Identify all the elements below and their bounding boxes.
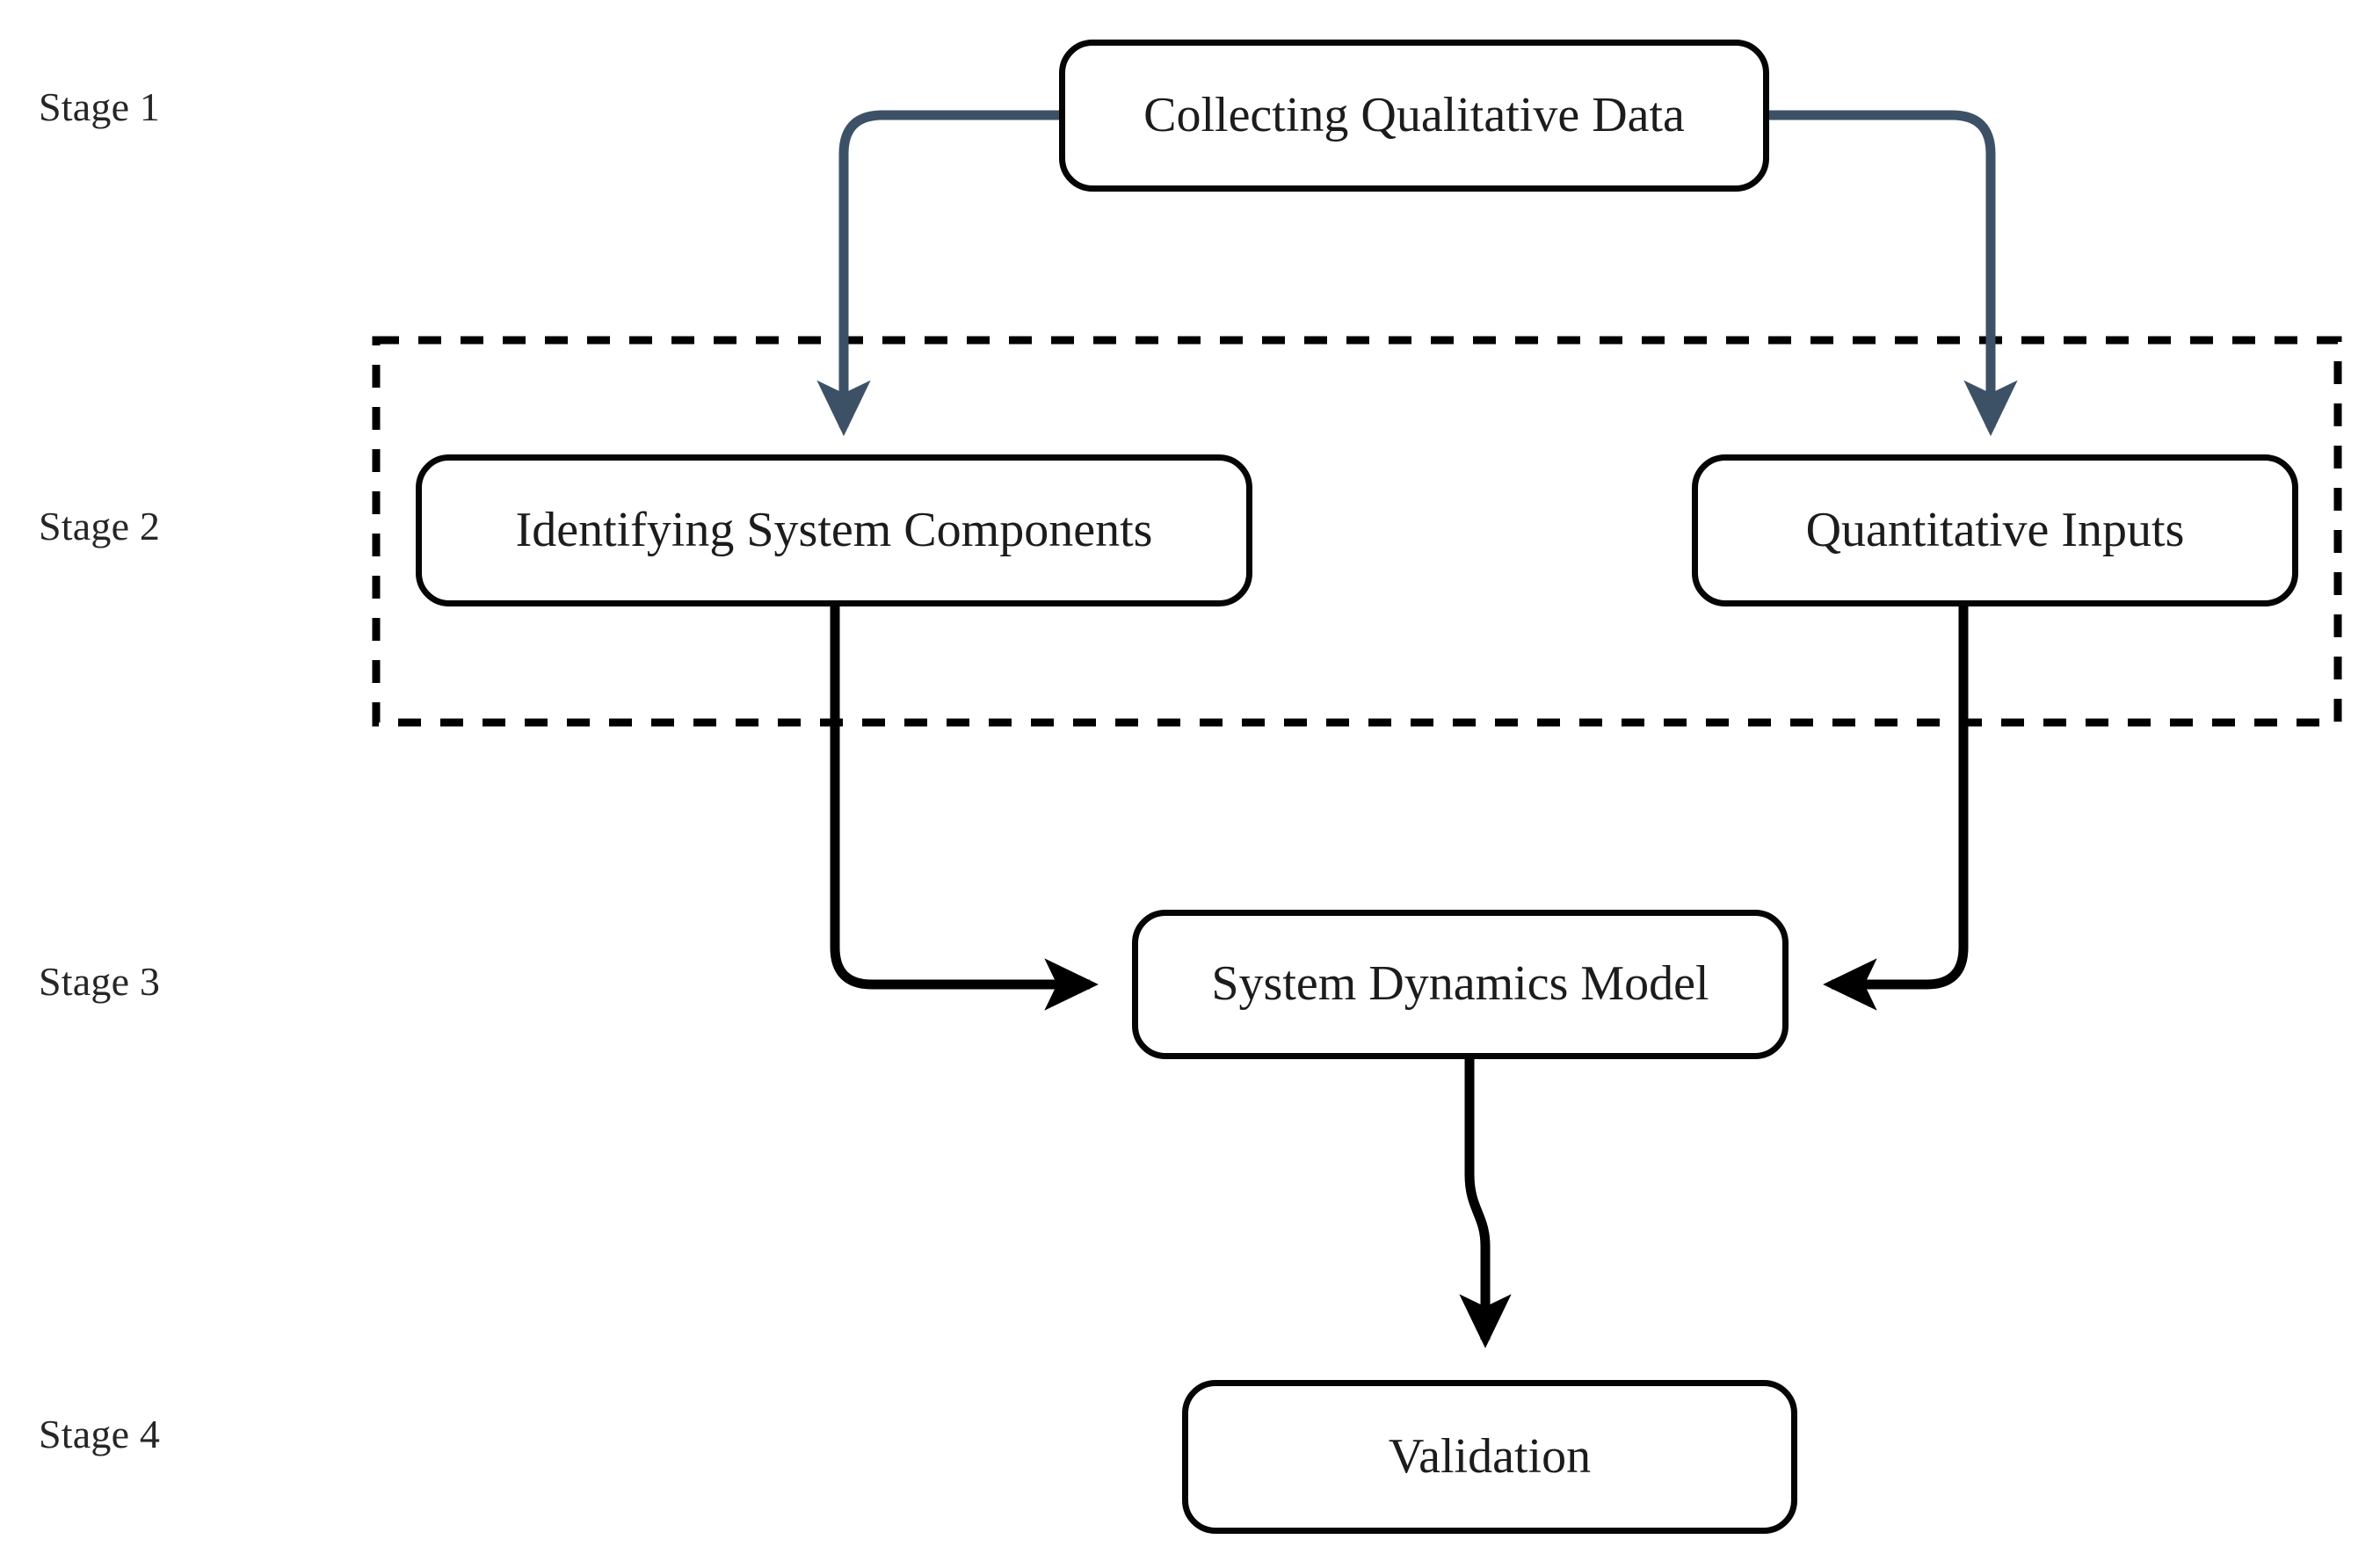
connector-qual-to-components — [816, 110, 1059, 437]
stage-label-1: Stage 1 — [39, 84, 161, 129]
node-quantitative-inputs[interactable]: Quantitative Inputs — [1692, 454, 2298, 606]
connector-model-to-validation — [1459, 1059, 1512, 1348]
stage-2-group-dashed-box — [372, 336, 2342, 727]
stage-label-2: Stage 2 — [39, 504, 161, 548]
connector-components-to-model — [830, 606, 1099, 1011]
stage-label-4: Stage 4 — [39, 1412, 161, 1456]
node-label-validation: Validation — [1388, 1428, 1592, 1484]
node-label-collecting-qualitative-data: Collecting Qualitative Data — [1143, 87, 1685, 142]
node-system-dynamics-model[interactable]: System Dynamics Model — [1132, 910, 1789, 1059]
node-label-system-dynamics-model: System Dynamics Model — [1211, 956, 1709, 1012]
stage-label-3: Stage 3 — [39, 959, 161, 1004]
node-collecting-qualitative-data[interactable]: Collecting Qualitative Data — [1059, 40, 1769, 192]
connector-quant-to-model — [1823, 606, 1969, 1011]
node-validation[interactable]: Validation — [1182, 1380, 1797, 1534]
connector-qual-to-quant — [1769, 110, 2018, 437]
node-label-quantitative-inputs: Quantitative Inputs — [1805, 502, 2185, 557]
node-identifying-system-components[interactable]: Identifying System Components — [416, 454, 1252, 606]
node-label-identifying-system-components: Identifying System Components — [515, 502, 1153, 557]
